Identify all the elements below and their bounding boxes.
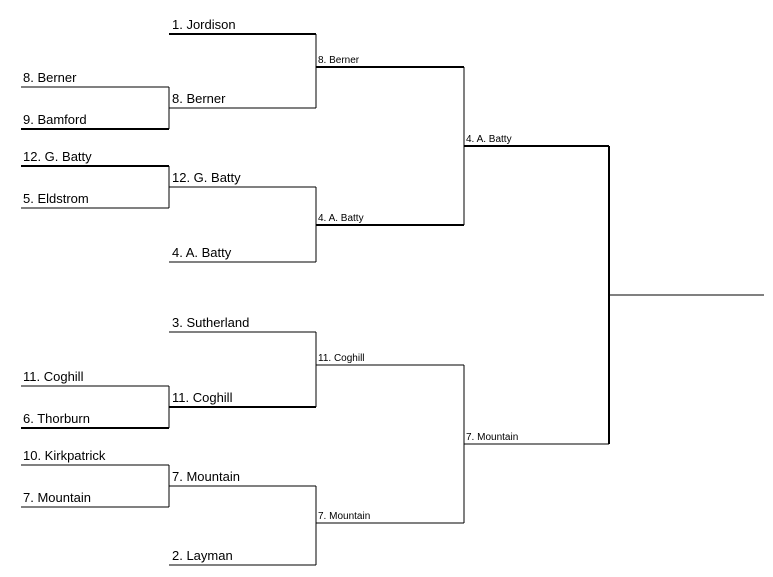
r1-label-g-batty: 12. G. Batty	[23, 149, 92, 164]
round2-labels: 1. Jordison 8. Berner 12. G. Batty 4. A.…	[172, 17, 249, 563]
round1-labels: 8. Berner 9. Bamford 12. G. Batty 5. Eld…	[23, 70, 106, 505]
r1-label-bamford: 9. Bamford	[23, 112, 87, 127]
r2-label-coghill: 11. Coghill	[172, 390, 233, 405]
r3-label-mountain: 7. Mountain	[318, 511, 370, 522]
r3-label-berner: 8. Berner	[318, 55, 360, 66]
r4-label-mountain: 7. Mountain	[466, 432, 518, 443]
r3-label-a-batty: 4. A. Batty	[318, 213, 364, 224]
r2-label-mountain: 7. Mountain	[172, 469, 240, 484]
r1-label-berner: 8. Berner	[23, 70, 77, 85]
r2-label-sutherland: 3. Sutherland	[172, 315, 249, 330]
r2-label-a-batty: 4. A. Batty	[172, 245, 232, 260]
r3-label-coghill: 11. Coghill	[318, 353, 365, 364]
r2-label-berner: 8. Berner	[172, 91, 226, 106]
r1-label-kirkpatrick: 10. Kirkpatrick	[23, 448, 106, 463]
round4-labels: 4. A. Batty 7. Mountain	[466, 134, 518, 443]
round4	[464, 145, 610, 445]
round3-labels: 8. Berner 4. A. Batty 11. Coghill 7. Mou…	[318, 55, 370, 522]
r1-label-eldstrom: 5. Eldstrom	[23, 191, 89, 206]
r1-label-coghill: 11. Coghill	[23, 369, 84, 384]
r1-label-thorburn: 6. Thorburn	[23, 411, 90, 426]
r4-label-a-batty: 4. A. Batty	[466, 134, 512, 145]
round1	[21, 86, 170, 508]
r2-label-layman: 2. Layman	[172, 548, 233, 563]
r2-label-g-batty: 12. G. Batty	[172, 170, 241, 185]
round2	[169, 33, 317, 566]
r1-label-mountain: 7. Mountain	[23, 490, 91, 505]
r2-label-jordison: 1. Jordison	[172, 17, 236, 32]
round3	[316, 66, 465, 524]
